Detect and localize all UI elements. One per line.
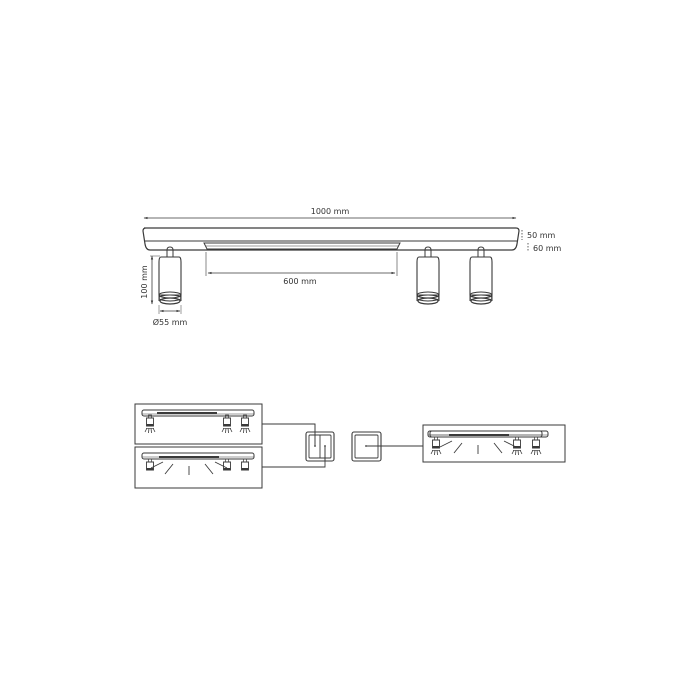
strip-length-dimension: 600 mm <box>205 252 398 286</box>
strip-rays-icon <box>150 461 228 476</box>
total-height-label: 60 mm <box>533 244 562 253</box>
mode-panel-strip-on <box>134 446 263 489</box>
spot-lamp-1 <box>158 246 182 305</box>
dimension-drawing: 1000 mm 600 mm 50 mm 60 mm <box>140 207 562 327</box>
spot-rays-icon <box>239 427 251 434</box>
mini-led-strip <box>159 456 219 458</box>
length-label: 1000 mm <box>311 207 350 216</box>
spot-rays-icon <box>144 427 156 434</box>
mini-led-strip <box>157 412 217 414</box>
bar-height-label: 50 mm <box>527 231 556 240</box>
mode-panel-spots-on <box>134 403 263 445</box>
spot-rays-icon <box>430 449 442 456</box>
spot-rays-icon <box>221 427 233 434</box>
single-switch-icon <box>351 431 423 462</box>
spot-diameter-dimension: Ø55 mm <box>153 305 188 327</box>
mini-spot-icon <box>532 436 540 449</box>
spot-diameter-label: Ø55 mm <box>153 317 188 327</box>
mode-panel-all-on <box>422 424 566 463</box>
strip-rays-icon <box>439 440 517 455</box>
mini-spot-icon <box>241 458 249 471</box>
light-bar <box>142 227 520 251</box>
height-dimensions: 50 mm 60 mm <box>521 230 562 253</box>
strip-length-label: 600 mm <box>283 277 317 286</box>
mini-spot-icon <box>432 436 440 449</box>
mini-spot-icon <box>241 414 249 427</box>
spot-lamp-3 <box>469 246 493 305</box>
mini-spot-icon <box>146 414 154 427</box>
mini-spot-icon <box>223 414 231 427</box>
spot-lamp-2 <box>416 246 440 305</box>
spot-rays-icon <box>530 449 542 456</box>
length-dimension: 1000 mm <box>143 207 517 220</box>
spot-height-label: 100 mm <box>140 265 149 299</box>
spot-height-dimension: 100 mm <box>140 255 160 305</box>
mini-spot-icon <box>223 458 231 471</box>
spot-rays-icon <box>511 449 523 456</box>
mini-led-strip <box>449 434 509 436</box>
led-strip <box>203 242 401 250</box>
wiring-diagram <box>134 403 566 489</box>
double-switch-icon <box>305 424 335 462</box>
mini-spot-icon <box>146 458 154 471</box>
